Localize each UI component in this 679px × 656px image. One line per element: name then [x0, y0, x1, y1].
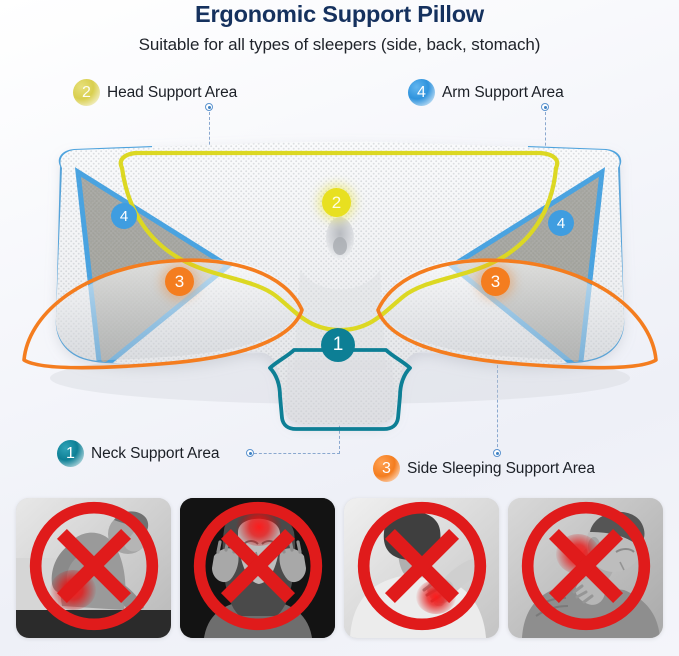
callout-badge-2: 2	[73, 79, 100, 106]
pain-photo-strip	[0, 498, 679, 656]
connector-dot-head	[205, 103, 213, 111]
no-symbol-icon	[29, 501, 158, 631]
connector-dot-neck	[246, 449, 254, 457]
no-symbol-icon	[521, 501, 650, 631]
callout-side-sleeping-support: 3 Side Sleeping Support Area	[373, 455, 595, 482]
callout-badge-4: 4	[408, 79, 435, 106]
pillow-badge-neck: 1	[321, 328, 355, 362]
shoulder-pain-photo	[344, 498, 499, 638]
no-symbol-icon	[357, 501, 486, 631]
callout-label-side: Side Sleeping Support Area	[407, 459, 595, 477]
connector-dot-side	[493, 449, 501, 457]
pillow-illustration	[0, 120, 679, 440]
connector-dot-arm	[541, 103, 549, 111]
pillow-badge-arm-right: 4	[548, 210, 574, 236]
connector-side-vertical	[497, 296, 498, 452]
pillow-badge-arm-left: 4	[111, 203, 137, 229]
callout-neck-support: 1 Neck Support Area	[57, 440, 220, 467]
back-pain-photo	[16, 498, 171, 638]
pillow-badge-head: 2	[322, 188, 351, 217]
pillow-badge-side-left: 3	[165, 267, 194, 296]
callout-badge-1: 1	[57, 440, 84, 467]
callout-label-arm: Arm Support Area	[442, 83, 564, 101]
zone-outline-head	[118, 150, 560, 333]
zone-outline-side-right	[376, 258, 658, 370]
callout-head-support: 2 Head Support Area	[73, 79, 237, 106]
page-subtitle: Suitable for all types of sleepers (side…	[138, 35, 541, 54]
pillow-badge-side-right: 3	[481, 267, 510, 296]
connector-neck-horizontal	[254, 453, 340, 454]
callout-arm-support: 4 Arm Support Area	[408, 79, 564, 106]
zone-outline-side-left	[22, 258, 304, 370]
callout-label-head: Head Support Area	[107, 83, 238, 101]
headache-photo	[180, 498, 335, 638]
neck-pain-photo	[508, 498, 663, 638]
zone-outline-neck	[268, 348, 412, 431]
callout-label-neck: Neck Support Area	[91, 444, 220, 462]
page-title: Ergonomic Support Pillow	[195, 1, 484, 27]
callout-badge-3: 3	[373, 455, 400, 482]
no-symbol-icon	[193, 501, 322, 631]
